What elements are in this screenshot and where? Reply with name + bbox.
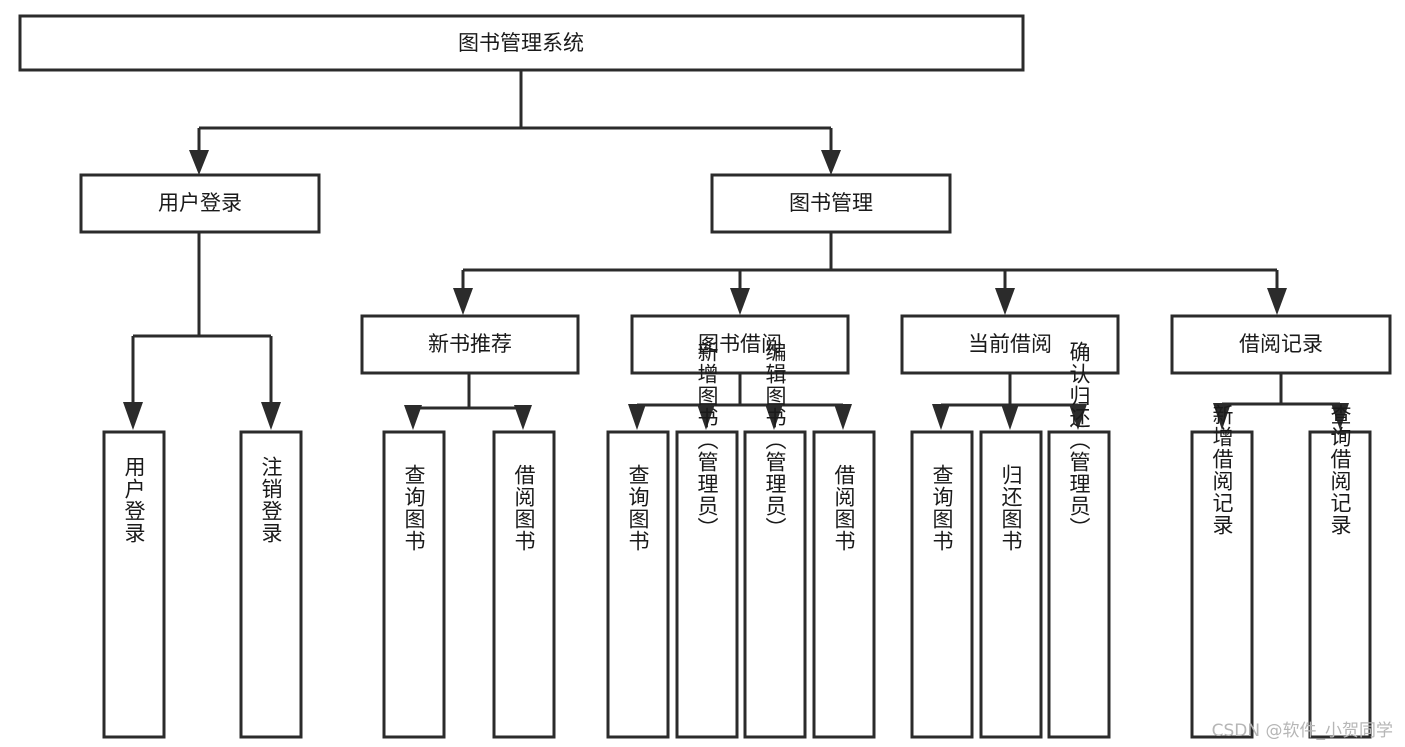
node-leaf-edit-book-box[interactable]: [743, 430, 807, 739]
node-leaf-add-record-box[interactable]: [1190, 430, 1254, 739]
node-leaf-logout-login-box[interactable]: [239, 430, 303, 739]
node-leaf-user-login-label: 用户登录: [122, 456, 146, 544]
node-user-login[interactable]: 用户登录: [79, 173, 321, 234]
node-leaf-query-book-1-label: 查询图书: [402, 464, 426, 552]
node-leaf-add-record-label: 新增借阅记录: [1210, 404, 1234, 536]
node-book-management-label: 图书管理: [789, 191, 873, 215]
node-leaf-confirm-return-label: 确认归还（管理员）: [1067, 341, 1091, 539]
node-borrow-record-box[interactable]: [1170, 314, 1392, 375]
connector-layer: [123, 70, 1349, 430]
node-book-borrow-label: 图书借阅: [698, 332, 782, 356]
node-leaf-query-record-label: 查询借阅记录: [1328, 404, 1352, 536]
node-leaf-query-book-1-box[interactable]: [382, 430, 446, 739]
node-leaf-borrow-book-1-label: 借阅图书: [512, 464, 536, 552]
node-leaf-return-book-box[interactable]: [979, 430, 1043, 739]
node-leaf-query-book-3-box[interactable]: [910, 430, 974, 739]
arrowhead-borrow-record: [1267, 288, 1287, 315]
node-new-book-recommend-box[interactable]: [360, 314, 580, 375]
node-leaf-user-login-box[interactable]: [102, 430, 166, 739]
node-leaf-query-book-2-box[interactable]: [606, 430, 670, 739]
node-leaf-edit-book[interactable]: 编辑图书（管理员）: [743, 341, 807, 739]
node-leaf-query-book-3[interactable]: 查询图书: [910, 430, 974, 739]
node-leaf-logout-login-label: 注销登录: [259, 456, 283, 544]
arrowhead-leaf-query-book-2: [628, 404, 646, 430]
node-leaf-edit-book-label: 编辑图书（管理员）: [763, 341, 787, 539]
arrowhead-leaf-query-record: [1331, 403, 1349, 430]
node-user-login-label: 用户登录: [158, 191, 242, 215]
arrowhead-leaf-query-book-1: [404, 405, 422, 430]
arrowhead-leaf-add-record: [1213, 403, 1231, 430]
node-leaf-query-book-1[interactable]: 查询图书: [382, 430, 446, 739]
node-leaf-borrow-book-2-box[interactable]: [812, 430, 876, 739]
node-book-management-box[interactable]: [710, 173, 952, 234]
arrowhead-new-book-recommend: [453, 288, 473, 315]
node-leaf-add-record[interactable]: 新增借阅记录: [1190, 404, 1254, 739]
node-leaf-query-book-3-label: 查询图书: [930, 464, 954, 552]
node-leaf-confirm-return[interactable]: 确认归还（管理员）: [1047, 341, 1111, 739]
node-book-management[interactable]: 图书管理: [710, 173, 952, 234]
node-borrow-record[interactable]: 借阅记录: [1170, 314, 1392, 375]
arrowhead-book-management: [821, 150, 841, 175]
node-borrow-record-label: 借阅记录: [1239, 332, 1323, 356]
node-current-borrow-label: 当前借阅: [968, 332, 1052, 356]
node-leaf-borrow-book-2-label: 借阅图书: [832, 464, 856, 552]
arrowhead-leaf-edit-book: [765, 404, 783, 430]
arrowhead-book-borrow: [730, 288, 750, 315]
node-current-borrow[interactable]: 当前借阅: [900, 314, 1120, 375]
node-new-book-recommend-label: 新书推荐: [428, 332, 512, 356]
node-leaf-query-book-2-label: 查询图书: [626, 464, 650, 552]
node-leaf-borrow-book-1[interactable]: 借阅图书: [492, 430, 556, 739]
arrowhead-leaf-borrow-book-2: [834, 404, 852, 430]
arrowhead-leaf-return-book: [1001, 404, 1019, 430]
node-leaf-add-book[interactable]: 新增图书（管理员）: [675, 341, 739, 739]
arrowhead-leaf-add-book: [697, 404, 715, 430]
arrowhead-current-borrow: [995, 288, 1015, 315]
arrowhead-leaf-logout-login: [261, 402, 281, 430]
node-leaf-user-login[interactable]: 用户登录: [102, 430, 166, 739]
node-leaf-query-record-box[interactable]: [1308, 430, 1372, 739]
node-leaf-query-record[interactable]: 查询借阅记录: [1308, 404, 1372, 739]
node-system-title-label: 图书管理系统: [458, 31, 584, 55]
arrowhead-leaf-borrow-book-1: [514, 405, 532, 430]
arrowhead-leaf-query-book-3: [932, 404, 950, 430]
node-new-book-recommend[interactable]: 新书推荐: [360, 314, 580, 375]
node-leaf-query-book-2[interactable]: 查询图书: [606, 430, 670, 739]
node-leaf-return-book[interactable]: 归还图书: [979, 430, 1043, 739]
arrowhead-leaf-user-login: [123, 402, 143, 430]
node-leaf-add-book-box[interactable]: [675, 430, 739, 739]
node-leaf-add-book-label: 新增图书（管理员）: [695, 341, 719, 539]
arrowhead-leaf-confirm-return: [1069, 404, 1087, 430]
node-leaf-return-book-label: 归还图书: [999, 464, 1023, 552]
node-system-title[interactable]: 图书管理系统: [18, 14, 1025, 72]
node-leaf-confirm-return-box[interactable]: [1047, 430, 1111, 739]
node-book-borrow-box[interactable]: [630, 314, 850, 375]
node-user-login-box[interactable]: [79, 173, 321, 234]
node-system-title-box[interactable]: [18, 14, 1025, 72]
node-leaf-logout-login[interactable]: 注销登录: [239, 430, 303, 739]
arrowhead-user-login: [189, 150, 209, 175]
node-leaf-borrow-book-1-box[interactable]: [492, 430, 556, 739]
node-current-borrow-box[interactable]: [900, 314, 1120, 375]
node-leaf-borrow-book-2[interactable]: 借阅图书: [812, 430, 876, 739]
node-book-borrow[interactable]: 图书借阅: [630, 314, 850, 375]
